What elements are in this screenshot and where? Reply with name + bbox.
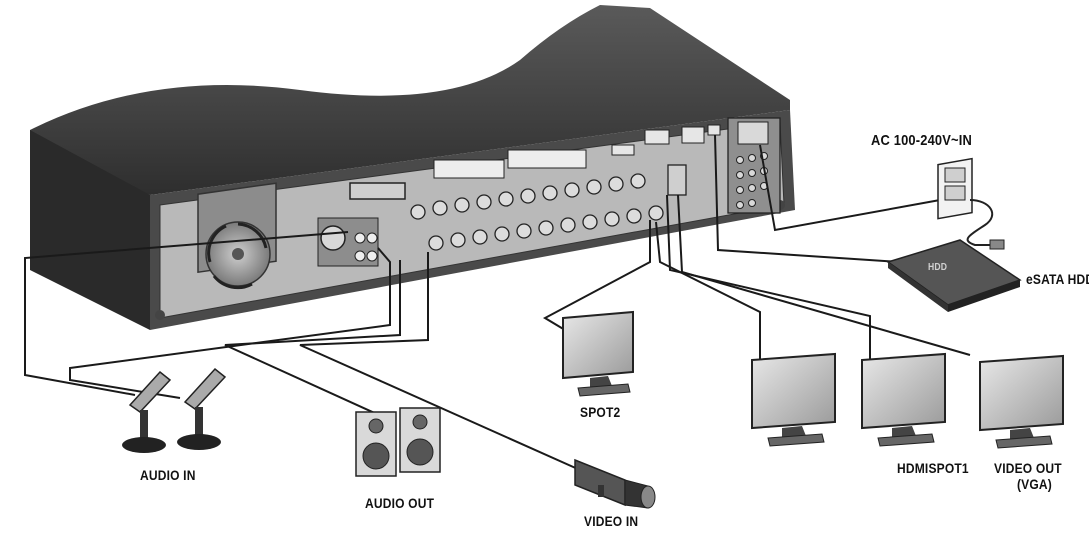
terminal-block: [508, 150, 586, 168]
hdmi-port: [612, 145, 634, 155]
label-audio-in: AUDIO IN: [140, 467, 196, 483]
monitor-spot1-icon: [862, 354, 945, 446]
microphone-icon: [177, 369, 225, 450]
speaker-icon: [400, 408, 440, 472]
microphone-icon: [122, 372, 170, 453]
label-audio-out: AUDIO OUT: [365, 495, 434, 511]
esata-hdd-icon: [888, 240, 1020, 312]
vga-port: [668, 165, 686, 195]
label-video-out: VIDEO OUT: [994, 460, 1062, 476]
terminal-block: [434, 160, 504, 178]
monitor-spot2-icon: [563, 312, 633, 396]
monitor-vga-icon: [980, 356, 1063, 448]
monitor-hdmi-icon: [752, 354, 835, 446]
label-vga: (VGA): [1017, 476, 1052, 492]
lan-port: [682, 127, 704, 143]
esata-port: [708, 125, 720, 135]
label-ac-in: AC 100-240V~IN: [871, 132, 972, 149]
speaker-icon: [356, 412, 396, 476]
camera-icon: [575, 460, 655, 508]
power-socket: [738, 122, 768, 144]
label-esata-hdd: eSATA HDD: [1026, 271, 1089, 287]
label-hdmi-spot1: HDMISPOT1: [897, 460, 969, 476]
wall-outlet-icon: [938, 159, 1004, 249]
db-port: [350, 183, 405, 199]
label-spot2: SPOT2: [580, 404, 620, 420]
screw-icon: [155, 310, 165, 320]
label-video-in: VIDEO IN: [584, 513, 638, 529]
usb-port: [645, 130, 669, 144]
dvr-unit: [30, 5, 795, 330]
audio-knob: [321, 226, 345, 250]
label-hdd-case: HDD: [928, 262, 947, 273]
